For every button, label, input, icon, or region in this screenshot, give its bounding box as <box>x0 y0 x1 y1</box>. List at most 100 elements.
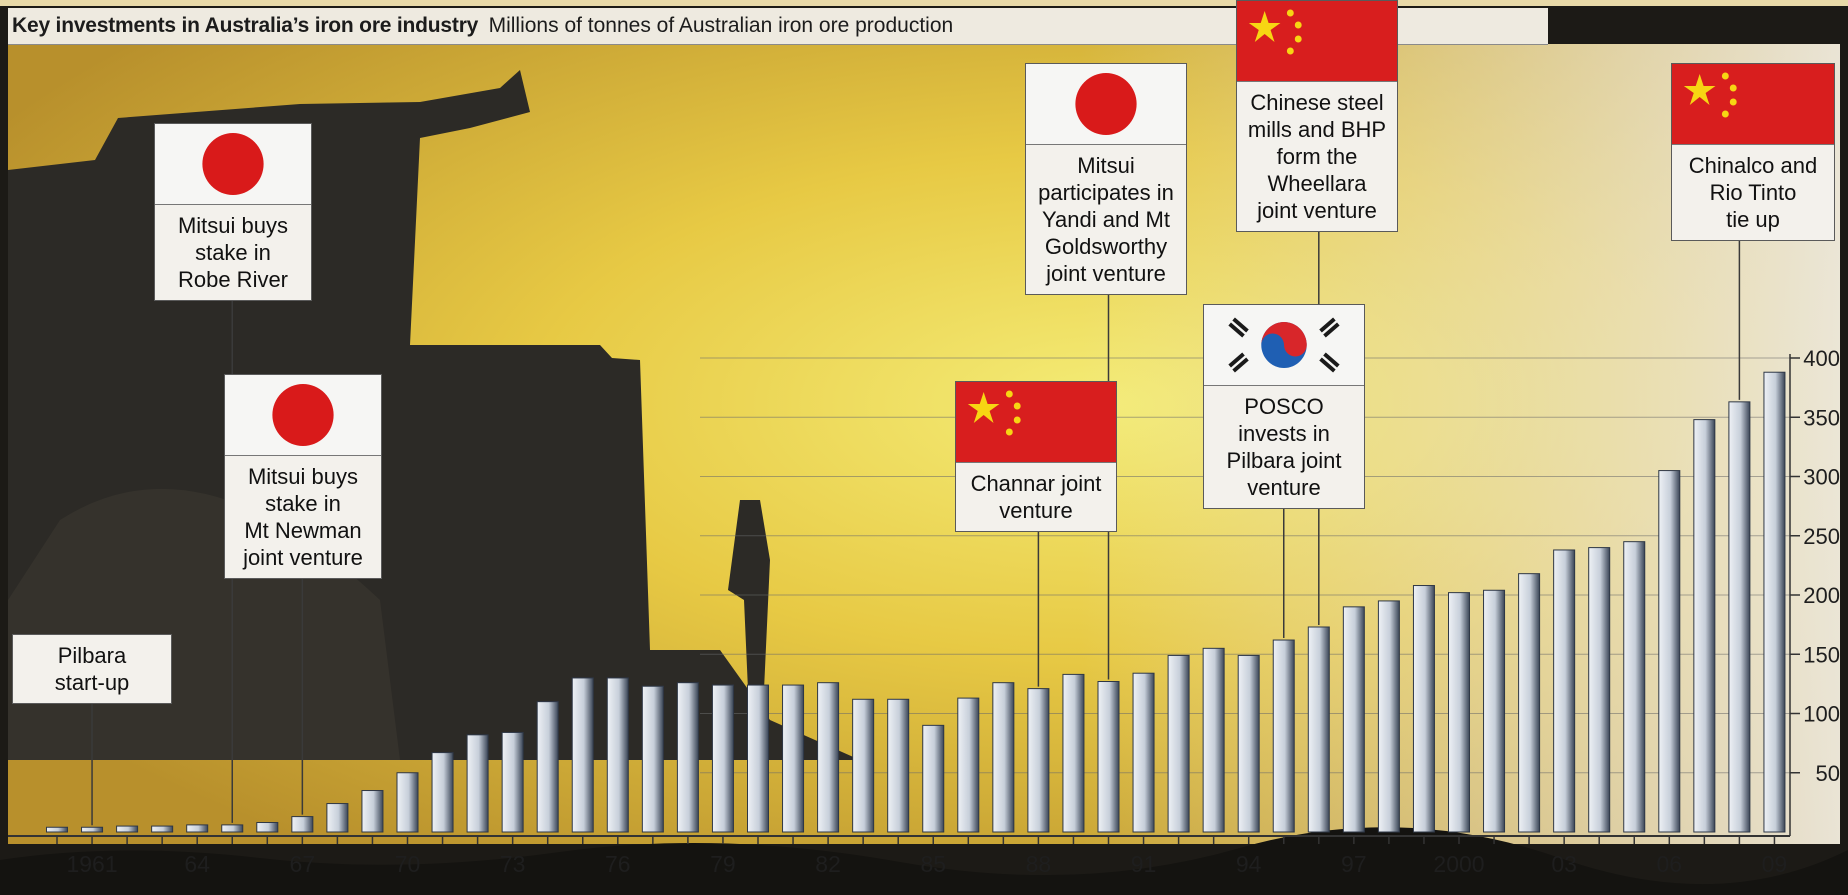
bar <box>1097 681 1120 833</box>
bar <box>326 803 349 833</box>
bar <box>1062 673 1085 833</box>
y-tick-label: 400 <box>1803 346 1840 371</box>
ground-edge <box>0 827 1848 895</box>
bar <box>1763 371 1786 833</box>
x-tick-label: 64 <box>184 851 210 877</box>
bar <box>571 677 594 833</box>
china-flag-icon <box>1672 64 1834 145</box>
annotation-robe-river: Mitsui buys stake in Robe River <box>154 123 312 301</box>
bar <box>431 752 454 833</box>
bar <box>466 734 489 833</box>
y-tick-label: 200 <box>1803 583 1840 608</box>
y-tick-label: 250 <box>1803 524 1840 549</box>
chart-title: Key investments in Australia’s iron ore … <box>12 14 479 37</box>
x-tick-label: 79 <box>710 851 736 877</box>
x-tick-label: 06 <box>1657 851 1683 877</box>
y-tick-label: 50 <box>1816 761 1840 786</box>
bar <box>1132 672 1155 833</box>
annotation-mt-newman: Mitsui buys stake in Mt Newman joint ven… <box>224 374 382 579</box>
bar <box>1167 654 1190 833</box>
annotation-label: POSCO invests in Pilbara joint venture <box>1226 394 1342 500</box>
x-tick-label: 03 <box>1551 851 1577 877</box>
y-tick-label: 150 <box>1803 642 1840 667</box>
x-tick-label: 97 <box>1341 851 1367 877</box>
bar <box>1027 688 1050 833</box>
bar <box>116 825 139 833</box>
bar <box>221 824 244 833</box>
bar <box>536 701 559 833</box>
bar <box>957 697 980 833</box>
annotation-label: Channar joint venture <box>970 471 1102 523</box>
annotation-channar: Channar joint venture <box>955 381 1117 532</box>
x-tick-label: 94 <box>1236 851 1262 877</box>
bar <box>1693 419 1716 833</box>
chart-subtitle: Millions of tonnes of Australian iron or… <box>488 14 954 37</box>
bar <box>782 684 805 833</box>
annotation-posco: POSCO invests in Pilbara joint venture <box>1203 304 1365 509</box>
bar <box>817 682 840 833</box>
bar <box>1448 592 1470 833</box>
bar <box>747 684 769 833</box>
bar <box>641 685 664 833</box>
bars <box>46 371 1786 833</box>
bar <box>1553 549 1576 833</box>
bar <box>1377 600 1400 833</box>
bar <box>501 731 524 833</box>
annotation-label: Mitsui buys stake in Robe River <box>177 213 289 292</box>
x-tick-label: 88 <box>1026 851 1052 877</box>
china-flag-icon <box>956 382 1116 463</box>
x-tick-label: 70 <box>395 851 421 877</box>
x-tick-label: 67 <box>290 851 316 877</box>
x-tick-label: 76 <box>605 851 631 877</box>
bar <box>922 724 945 833</box>
bar <box>1588 547 1611 833</box>
bar <box>1342 606 1365 833</box>
bar <box>852 698 875 833</box>
annotation-wheellara: Chinese steel mills and BHP form the Whe… <box>1236 0 1398 232</box>
bar <box>606 677 629 833</box>
china-flag-icon <box>1237 1 1397 82</box>
japan-flag-icon <box>225 375 381 456</box>
japan-flag-icon <box>155 124 311 205</box>
x-tick-label: 09 <box>1762 851 1788 877</box>
annotation-label: Pilbara start-up <box>54 643 130 695</box>
annotation-label: Mitsui participates in Yandi and Mt Gold… <box>1038 153 1174 286</box>
bar <box>1623 541 1646 833</box>
bar <box>992 682 1015 833</box>
bar <box>1412 585 1435 833</box>
bar <box>1518 573 1541 833</box>
bar <box>1728 401 1751 833</box>
y-tick-label: 350 <box>1803 405 1840 430</box>
bar <box>1658 470 1681 833</box>
bar <box>1307 626 1330 833</box>
annotation-pilbara-start-up: Pilbara start-up <box>12 634 172 704</box>
x-tick-label: 73 <box>500 851 526 877</box>
bar <box>1237 654 1260 833</box>
annotation-label: Chinese steel mills and BHP form the Whe… <box>1247 90 1387 223</box>
x-tick-label: 85 <box>920 851 946 877</box>
south-korea-flag-icon <box>1204 305 1364 386</box>
bar <box>711 684 734 833</box>
annotation-label: Chinalco and Rio Tinto tie up <box>1688 153 1818 232</box>
annotation-chinalco-rio-tinto: Chinalco and Rio Tinto tie up <box>1671 63 1835 241</box>
y-tick-label: 300 <box>1803 465 1840 490</box>
x-tick-label: 82 <box>815 851 841 877</box>
x-tick-label: 2000 <box>1433 851 1484 877</box>
bar <box>1202 647 1225 833</box>
bar <box>887 698 910 833</box>
bar <box>1483 589 1506 833</box>
bar <box>396 772 419 833</box>
bar <box>151 825 174 833</box>
bar <box>361 790 384 833</box>
bar <box>291 816 314 833</box>
bar <box>676 682 699 833</box>
bar <box>1272 639 1295 833</box>
bar <box>186 824 209 833</box>
annotation-yandi-goldsworthy: Mitsui participates in Yandi and Mt Gold… <box>1025 63 1187 295</box>
x-tick-label: 91 <box>1131 851 1157 877</box>
annotation-label: Mitsui buys stake in Mt Newman joint ven… <box>243 464 363 570</box>
japan-flag-icon <box>1026 64 1186 145</box>
